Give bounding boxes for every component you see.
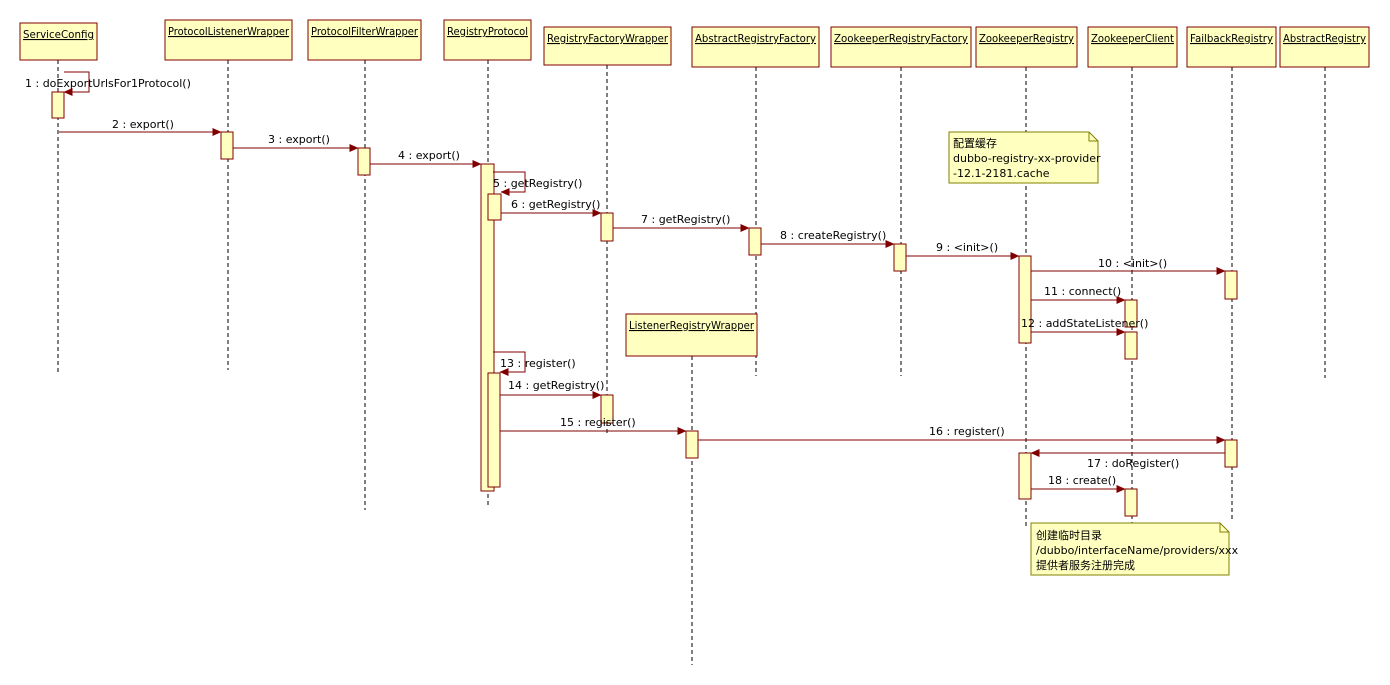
participant-zr: ZookeeperRegistry — [975, 26, 1078, 68]
participant-label: RegistryProtocol — [447, 25, 528, 38]
participant-label: ZookeeperClient — [1091, 32, 1175, 45]
participant-label: FailbackRegistry — [1190, 32, 1273, 45]
participant-label: AbstractRegistryFactory — [695, 32, 816, 45]
message-label: 11 : connect() — [1044, 285, 1121, 298]
participant-plw: ProtocolListenerWrapper — [164, 19, 293, 61]
message-18: 18 : create() — [1031, 474, 1126, 493]
note-line: 创建临时目录 — [1036, 528, 1102, 542]
message-label: 9 : <init>() — [936, 241, 998, 254]
participant-pfw: ProtocolFilterWrapper — [307, 19, 422, 61]
participant-label: ProtocolListenerWrapper — [168, 25, 289, 38]
activation-bar — [357, 147, 371, 176]
message-10: 10 : <init>() — [1031, 257, 1226, 275]
message-label: 13 : register() — [500, 357, 576, 370]
participant-label: AbstractRegistry — [1283, 32, 1366, 45]
activation-bar — [1224, 270, 1238, 300]
message-13-self: 13 : register() — [493, 351, 576, 376]
message-6: 6 : getRegistry() — [501, 198, 602, 217]
activation-bar — [1124, 488, 1138, 517]
message-15: 15 : register() — [500, 416, 687, 435]
activation-bar — [685, 430, 699, 459]
note-line: /dubbo/interfaceName/providers/xxx — [1036, 544, 1239, 557]
participant-label: RegistryFactoryWrapper — [547, 32, 668, 45]
message-label: 10 : <init>() — [1098, 257, 1167, 270]
message-14: 14 : getRegistry() — [500, 379, 604, 399]
note-line: 提供者服务注册完成 — [1036, 558, 1135, 572]
message-16: 16 : register() — [698, 425, 1226, 444]
participant-zrf: ZookeeperRegistryFactory — [830, 26, 972, 68]
participant-ar: AbstractRegistry — [1279, 26, 1370, 68]
message-label: 17 : doRegister() — [1087, 457, 1179, 470]
note-n2: 创建临时目录/dubbo/interfaceName/providers/xxx… — [1030, 522, 1239, 576]
message-5-self: 5 : getRegistry() — [493, 171, 582, 196]
message-label: 4 : export() — [398, 149, 460, 162]
message-label: 7 : getRegistry() — [641, 213, 730, 226]
message-8: 8 : createRegistry() — [761, 229, 895, 248]
message-12: 12 : addStateListener() — [1021, 317, 1148, 336]
activation-bar — [1018, 452, 1032, 500]
participant-zc: ZookeeperClient — [1087, 26, 1178, 68]
note-line: 配置缓存 — [953, 136, 997, 150]
message-label: 16 : register() — [929, 425, 1005, 438]
message-label: 18 : create() — [1048, 474, 1116, 487]
participant-arf: AbstractRegistryFactory — [691, 26, 820, 68]
participant-rfw: RegistryFactoryWrapper — [543, 26, 672, 66]
message-7: 7 : getRegistry() — [613, 213, 750, 232]
participant-label: ServiceConfig — [23, 28, 94, 41]
activation-bar — [893, 243, 907, 272]
activation-bar — [487, 193, 502, 221]
activation-bar — [600, 212, 614, 242]
participant-fr: FailbackRegistry — [1186, 26, 1277, 68]
message-label: 1 : doExportUrlsFor1Protocol() — [25, 77, 191, 90]
participant-lrw: ListenerRegistryWrapper — [625, 313, 758, 357]
message-4: 4 : export() — [370, 149, 482, 168]
participant-label: ProtocolFilterWrapper — [311, 25, 418, 38]
message-label: 2 : export() — [112, 118, 174, 131]
message-9: 9 : <init>() — [906, 241, 1020, 260]
activation-bar — [1124, 299, 1138, 328]
message-label: 5 : getRegistry() — [493, 177, 582, 190]
message-17: 17 : doRegister() — [1030, 449, 1225, 470]
participant-label: ZookeeperRegistryFactory — [834, 32, 968, 45]
activation-bar — [600, 394, 614, 424]
message-label: 8 : createRegistry() — [780, 229, 886, 242]
activation-bar — [1124, 331, 1138, 360]
participant-sc: ServiceConfig — [19, 22, 98, 61]
activation-bar — [51, 91, 65, 119]
participant-label: ZookeeperRegistry — [979, 32, 1074, 45]
message-label: 6 : getRegistry() — [511, 198, 600, 211]
message-label: 14 : getRegistry() — [508, 379, 604, 392]
participant-rp: RegistryProtocol — [443, 19, 532, 61]
activation-bar — [1224, 439, 1238, 468]
message-label: 15 : register() — [560, 416, 636, 429]
message-11: 11 : connect() — [1031, 285, 1126, 304]
participant-label: ListenerRegistryWrapper — [629, 319, 754, 332]
activation-bar — [220, 131, 234, 160]
activation-bar — [487, 372, 501, 488]
message-label: 12 : addStateListener() — [1021, 317, 1148, 330]
activation-bar — [748, 227, 762, 256]
note-line: -12.1-2181.cache — [953, 167, 1050, 180]
note-n1: 配置缓存 dubbo-registry-xx-provider -12.1-2181… — [948, 131, 1101, 184]
message-label: 3 : export() — [268, 133, 330, 146]
message-3: 3 : export() — [233, 133, 359, 152]
message-1-self: 1 : doExportUrlsFor1Protocol() — [25, 71, 191, 96]
message-2: 2 : export() — [59, 118, 222, 136]
note-line: dubbo-registry-xx-provider — [953, 152, 1101, 165]
